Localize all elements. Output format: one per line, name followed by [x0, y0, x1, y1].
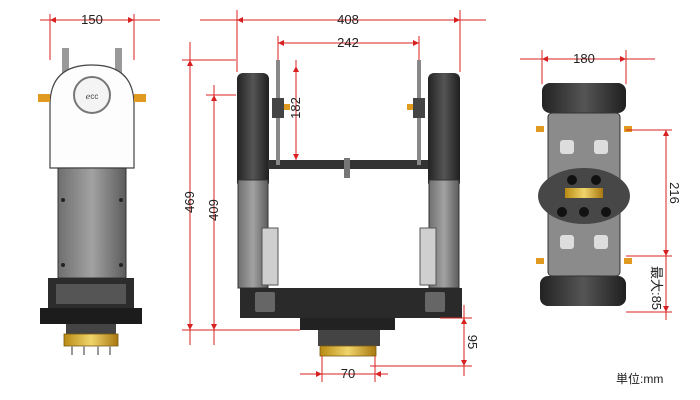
dim-label-180: 180	[573, 51, 595, 66]
top-view	[536, 83, 632, 306]
unit-label: 単位:mm	[616, 372, 664, 386]
dim-label-150: 150	[81, 12, 103, 27]
dimension-180: 180	[520, 50, 655, 84]
dim-label-408: 408	[337, 12, 359, 27]
dimension-408: 408	[200, 10, 486, 72]
dimension-150: 150	[40, 12, 160, 60]
dim-label-70: 70	[341, 366, 355, 381]
dimension-70: 70	[300, 356, 388, 382]
dimension-469: 469	[182, 42, 300, 345]
dimension-95: 95	[370, 305, 480, 376]
dim-label-469: 469	[182, 191, 197, 213]
dim-label-409: 409	[206, 199, 221, 221]
svg-text:ℯcc: ℯcc	[86, 92, 99, 101]
dimension-max-85: 最大:85	[626, 256, 672, 320]
dim-label-242: 242	[337, 35, 359, 50]
dimension-242: 242	[277, 35, 420, 60]
dimension-216: 216	[626, 129, 682, 257]
front-view	[237, 60, 462, 357]
side-view: ℯcc	[38, 48, 146, 355]
dim-label-95: 95	[465, 335, 480, 349]
dim-label-182: 182	[288, 97, 303, 119]
dim-label-216: 216	[667, 182, 682, 204]
dimension-409: 409	[206, 85, 236, 345]
dimension-182: 182	[288, 60, 303, 160]
dim-label-max-85: 最大:85	[649, 266, 664, 310]
